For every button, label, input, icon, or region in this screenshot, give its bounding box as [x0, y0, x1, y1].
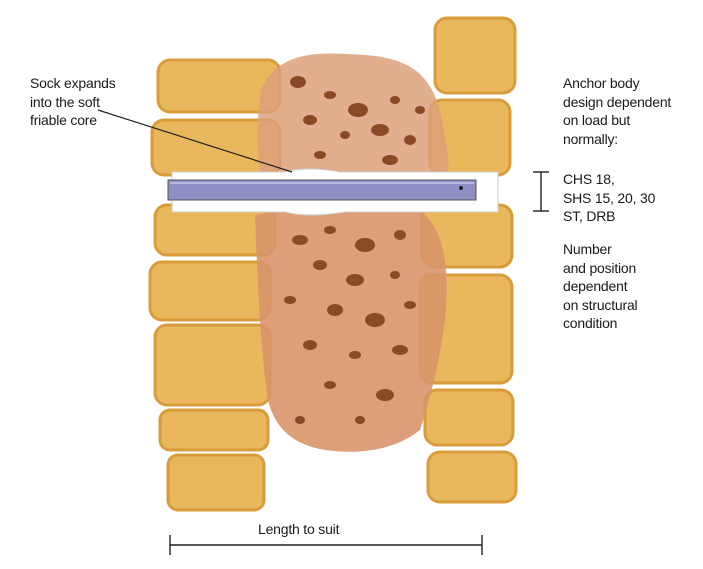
number-position-label: Number and position dependent on structu… — [563, 240, 703, 333]
anchor-types-label: CHS 18, SHS 15, 20, 30 ST, DRB — [563, 170, 703, 226]
sock-expands-label: Sock expands into the soft friable core — [30, 74, 170, 130]
anchor-bracket — [533, 172, 549, 211]
length-label: Length to suit — [258, 520, 378, 539]
anchor-end-dot — [459, 186, 463, 190]
anchor-body-label: Anchor body design dependent on load but… — [563, 74, 703, 148]
